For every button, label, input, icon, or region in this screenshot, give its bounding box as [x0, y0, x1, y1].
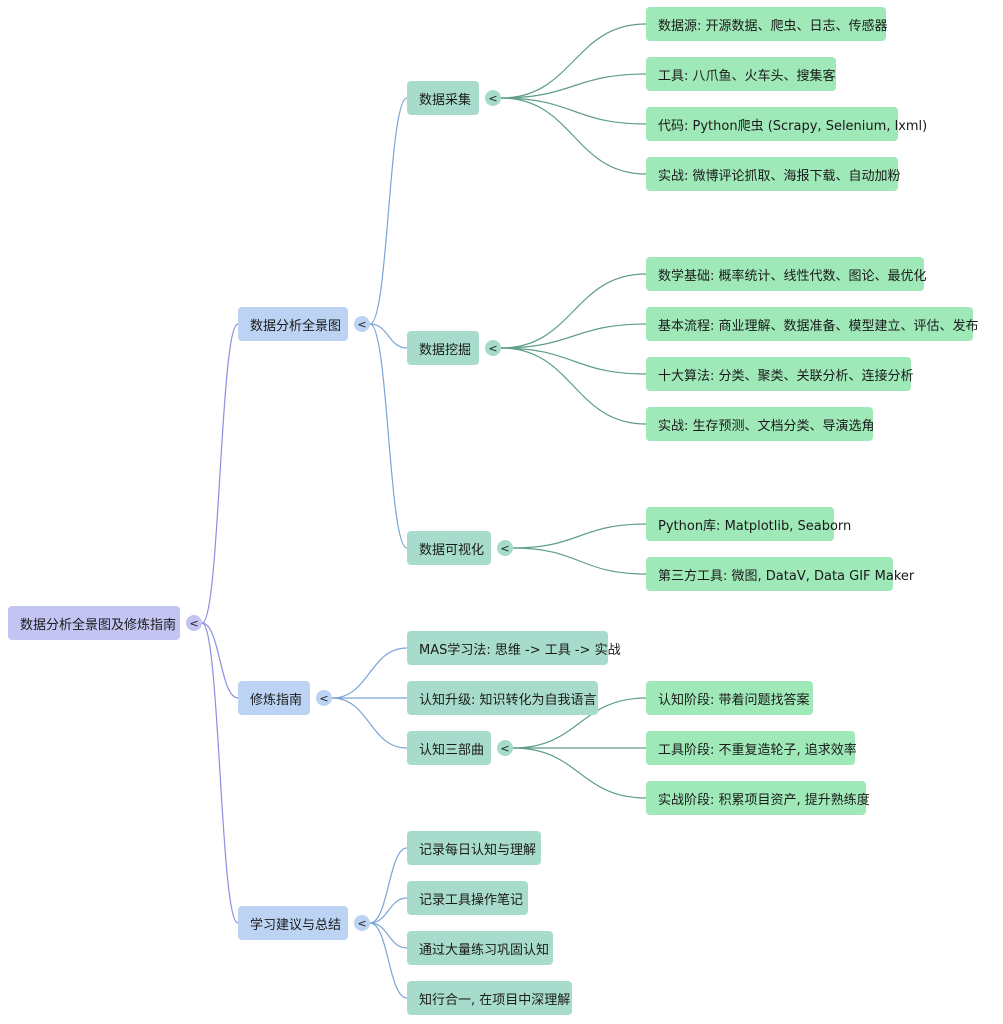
- node-trilogy-tools[interactable]: 工具阶段: 不重复造轮子, 追求效率: [646, 731, 857, 765]
- node-mining[interactable]: 数据挖掘: [407, 331, 479, 365]
- collapse-toggle-guide-trilogy[interactable]: <: [497, 740, 513, 756]
- connector-collect-to-collect-tools: [500, 73, 647, 99]
- connector-root-to-guide: [201, 622, 239, 699]
- connector-mining-to-mining-process: [500, 323, 647, 349]
- node-collect-practice[interactable]: 实战: 微博评论抓取、海报下载、自动加粉: [646, 157, 901, 191]
- node-visual-tools[interactable]: 第三方工具: 微图, DataV, Data GIF Maker: [646, 557, 914, 591]
- node-mining-process[interactable]: 基本流程: 商业理解、数据准备、模型建立、评估、发布: [646, 307, 979, 341]
- connector-panorama-to-visual: [369, 323, 408, 549]
- connector-root-to-advice: [201, 622, 239, 924]
- connector-mining-to-mining-algorithms: [500, 347, 647, 375]
- node-advice-unity[interactable]: 知行合一, 在项目中深理解: [407, 981, 572, 1015]
- connector-advice-to-advice-daily: [369, 847, 408, 924]
- connector-guide-trilogy-to-trilogy-cognition: [512, 697, 647, 749]
- node-guide-upgrade[interactable]: 认知升级: 知识转化为自我语言: [407, 681, 598, 715]
- node-guide-trilogy[interactable]: 认知三部曲: [407, 731, 491, 765]
- collapse-toggle-collect[interactable]: <: [485, 90, 501, 106]
- collapse-toggle-advice[interactable]: <: [354, 915, 370, 931]
- collapse-toggle-mining[interactable]: <: [485, 340, 501, 356]
- node-visual-python[interactable]: Python库: Matplotlib, Seaborn: [646, 507, 851, 541]
- connector-advice-to-advice-notes: [369, 897, 408, 924]
- connector-panorama-to-collect: [369, 97, 408, 325]
- node-mining-math[interactable]: 数学基础: 概率统计、线性代数、图论、最优化: [646, 257, 927, 291]
- node-guide[interactable]: 修炼指南: [238, 681, 310, 715]
- node-advice-notes[interactable]: 记录工具操作笔记: [407, 881, 528, 915]
- collapse-toggle-visual[interactable]: <: [497, 540, 513, 556]
- connector-panorama-to-mining: [369, 323, 408, 349]
- node-collect-sources[interactable]: 数据源: 开源数据、爬虫、日志、传感器: [646, 7, 888, 41]
- collapse-toggle-guide[interactable]: <: [316, 690, 332, 706]
- connector-advice-to-advice-unity: [369, 922, 408, 999]
- node-visual[interactable]: 数据可视化: [407, 531, 491, 565]
- connector-visual-to-visual-python: [512, 523, 647, 549]
- node-trilogy-cognition[interactable]: 认知阶段: 带着问题找答案: [646, 681, 813, 715]
- connector-visual-to-visual-tools: [512, 547, 647, 575]
- node-advice-practice[interactable]: 通过大量练习巩固认知: [407, 931, 553, 965]
- connector-collect-to-collect-sources: [500, 23, 647, 99]
- connector-guide-to-guide-trilogy: [331, 697, 408, 749]
- connector-collect-to-collect-code: [500, 97, 647, 125]
- node-collect[interactable]: 数据采集: [407, 81, 479, 115]
- node-mining-practice[interactable]: 实战: 生存预测、文档分类、导演选角: [646, 407, 875, 441]
- connector-root-to-panorama: [201, 323, 239, 624]
- node-collect-tools[interactable]: 工具: 八爪鱼、火车头、搜集客: [646, 57, 836, 91]
- node-advice[interactable]: 学习建议与总结: [238, 906, 348, 940]
- node-panorama[interactable]: 数据分析全景图: [238, 307, 348, 341]
- node-guide-mas[interactable]: MAS学习法: 思维 -> 工具 -> 实战: [407, 631, 621, 665]
- connector-collect-to-collect-practice: [500, 97, 647, 175]
- node-root[interactable]: 数据分析全景图及修炼指南: [8, 606, 180, 640]
- connector-mining-to-mining-practice: [500, 347, 647, 425]
- node-advice-daily[interactable]: 记录每日认知与理解: [407, 831, 541, 865]
- connector-guide-trilogy-to-trilogy-practice: [512, 747, 647, 799]
- node-collect-code[interactable]: 代码: Python爬虫 (Scrapy, Selenium, lxml): [646, 107, 927, 141]
- connector-mining-to-mining-math: [500, 273, 647, 349]
- collapse-toggle-panorama[interactable]: <: [354, 316, 370, 332]
- node-trilogy-practice[interactable]: 实战阶段: 积累项目资产, 提升熟练度: [646, 781, 870, 815]
- node-mining-algorithms[interactable]: 十大算法: 分类、聚类、关联分析、连接分析: [646, 357, 914, 391]
- connector-guide-to-guide-mas: [331, 647, 408, 699]
- connector-advice-to-advice-practice: [369, 922, 408, 949]
- collapse-toggle-root[interactable]: <: [186, 615, 202, 631]
